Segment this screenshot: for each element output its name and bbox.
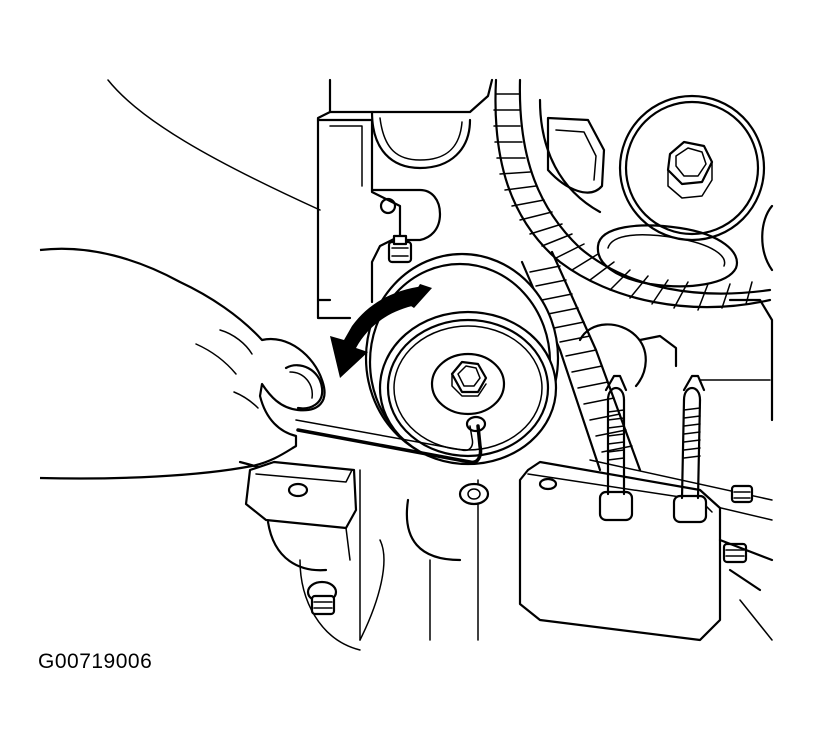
right-stud [672,374,708,524]
camshaft-sprocket [493,78,774,311]
plate-bolt-right-top [730,484,754,504]
block-bolt-upper [387,234,413,264]
counterclockwise-arrow [330,284,432,378]
figure-id-label: G00719006 [38,650,153,673]
block-bolt-lower [306,580,338,616]
plate-bolt-right-bottom [722,542,762,592]
tensioner-pulley [364,252,560,506]
engine-block [107,78,494,651]
lower-bracket [244,460,358,572]
oil-pump-housing [518,298,774,642]
allen-wrench [295,419,483,465]
hand [39,247,326,482]
left-stud [598,374,634,522]
sprocket-bolt [666,140,714,199]
tensioner-bolt [450,360,488,397]
tensioner-lower-bolt [458,482,490,506]
